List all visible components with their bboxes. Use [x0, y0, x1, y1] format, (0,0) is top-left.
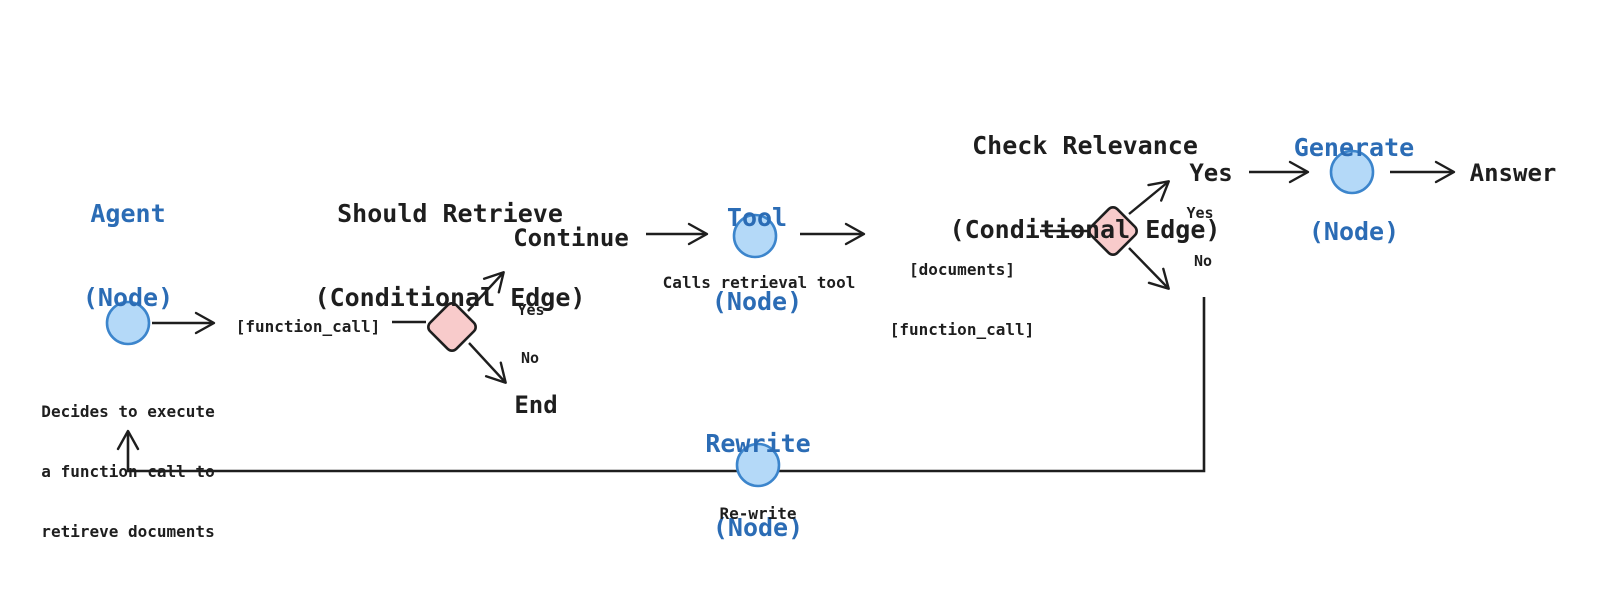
continue-label: Continue: [513, 224, 629, 252]
end-label: End: [514, 391, 558, 419]
should-retrieve-title-line2: (Conditional Edge): [314, 283, 586, 312]
rewrite-node-circle: [735, 442, 781, 488]
yes-branch-label: Yes: [1189, 159, 1233, 187]
check-relevance-no-label: No: [1193, 252, 1213, 270]
rewrite-node-title: Rewrite (Node): [705, 374, 810, 589]
generate-node-title: Generate (Node): [1294, 78, 1414, 302]
edge-should-retrieve-yes: [467, 271, 505, 312]
agent-node-circle: [105, 300, 151, 346]
function-call-state-label: [function_call]: [235, 317, 381, 336]
edge-no-loop-to-agent: [116, 297, 1206, 473]
agent-title-line1: Agent: [90, 199, 166, 228]
generate-node-circle: [1329, 149, 1375, 195]
agent-caption: Decides to execute a function call to re…: [41, 362, 214, 582]
documents-state-label: [documents] [function_call]: [890, 220, 1035, 380]
generate-title-line2: (Node): [1308, 217, 1400, 246]
check-relevance-diamond: [1088, 206, 1138, 256]
agent-title-line2: (Node): [82, 283, 174, 312]
edge-should-retrieve-no: [468, 342, 507, 384]
answer-label: Answer: [1469, 159, 1557, 187]
function-call-line: [function_call]: [889, 320, 1035, 339]
tool-caption: Calls retrieval tool: [662, 273, 856, 292]
should-retrieve-yes-label: Yes: [517, 301, 545, 319]
rewrite-title-line2: (Node): [712, 513, 804, 542]
tool-title-line1: Tool: [726, 203, 788, 232]
generate-title-line1: Generate: [1293, 133, 1415, 162]
edge-check-relevance-yes: [1128, 180, 1170, 215]
agent-caption-line2: a function call to: [41, 462, 215, 481]
documents-line: [documents]: [909, 260, 1015, 279]
should-retrieve-title: Should Retrieve (Conditional Edge): [315, 144, 586, 368]
check-relevance-title-line1: Check Relevance: [972, 131, 1198, 160]
edge-check-relevance-no: [1128, 247, 1170, 290]
tool-title-line2: (Node): [711, 287, 803, 316]
tool-node-title: Tool (Node): [712, 148, 802, 372]
check-relevance-title-line2: (Conditional Edge): [949, 215, 1221, 244]
agent-node-title: Agent (Node): [83, 144, 173, 368]
rewrite-caption: Re-write: [719, 504, 797, 523]
rewrite-title-line1: Rewrite: [705, 429, 811, 458]
agent-caption-line3: retireve documents: [41, 522, 215, 541]
should-retrieve-title-line1: Should Retrieve: [337, 199, 563, 228]
check-relevance-yes-label: Yes: [1186, 204, 1214, 222]
should-retrieve-diamond: [427, 302, 477, 352]
should-retrieve-no-label: No: [520, 349, 540, 367]
tool-node-circle: [732, 213, 778, 259]
check-relevance-title: Check Relevance (Conditional Edge): [950, 76, 1221, 300]
agent-caption-line1: Decides to execute: [41, 402, 215, 421]
